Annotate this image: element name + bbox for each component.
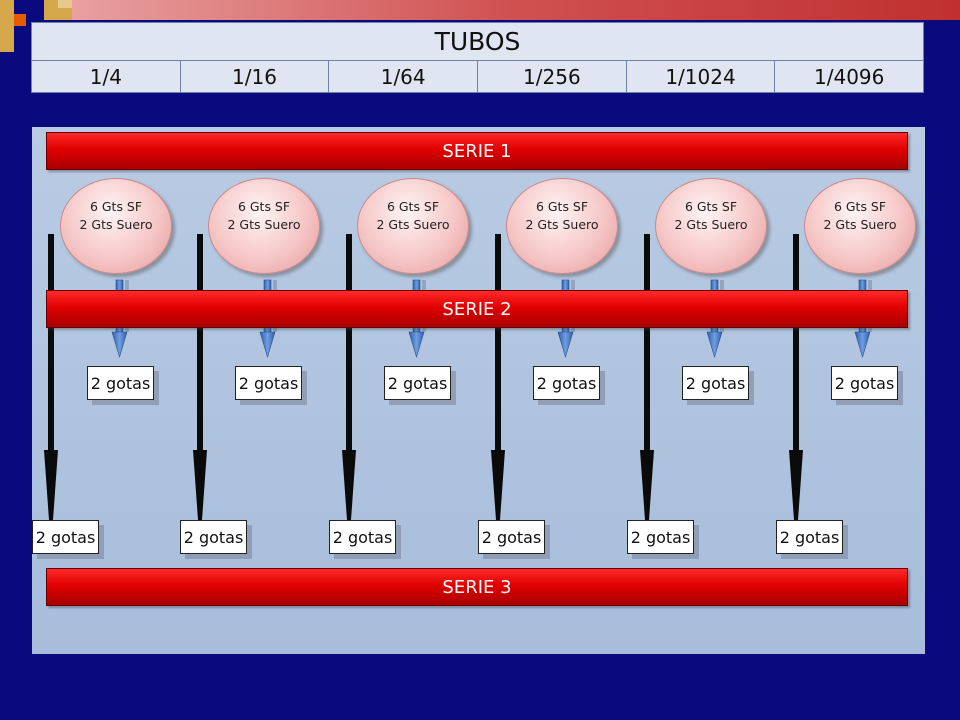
table-cell: 1/1024 <box>627 61 776 92</box>
gotas-box: 2 gotas <box>776 520 843 554</box>
circle-line-2: 2 Gts Suero <box>823 217 897 232</box>
circle-line-1: 6 Gts SF <box>833 199 887 214</box>
corner-square-tan-left <box>0 0 14 52</box>
table-row: 1/4 1/16 1/64 1/256 1/1024 1/4096 <box>32 61 923 92</box>
dilution-circle: 6 Gts SF 2 Gts Suero <box>357 178 469 274</box>
table-cell: 1/16 <box>181 61 330 92</box>
black-arrow-head <box>44 450 58 520</box>
gotas-box: 2 gotas <box>32 520 99 554</box>
black-arrow-shaft <box>644 234 650 454</box>
black-arrow-head <box>640 450 654 520</box>
dilution-circle: 6 Gts SF 2 Gts Suero <box>208 178 320 274</box>
blue-arrow-head <box>408 331 425 359</box>
circle-line-1: 6 Gts SF <box>535 199 589 214</box>
black-arrow-shaft <box>346 234 352 454</box>
circle-line-2: 2 Gts Suero <box>227 217 301 232</box>
black-arrow-head <box>193 450 207 520</box>
black-arrow-shaft <box>197 234 203 454</box>
table-cell: 1/256 <box>478 61 627 92</box>
black-arrow-head <box>342 450 356 520</box>
dilution-circle: 6 Gts SF 2 Gts Suero <box>506 178 618 274</box>
blue-arrow-head <box>557 331 574 359</box>
serie-2-bar: SERIE 2 <box>46 290 908 328</box>
gotas-box: 2 gotas <box>384 366 451 400</box>
circle-line-2: 2 Gts Suero <box>525 217 599 232</box>
circle-line-2: 2 Gts Suero <box>376 217 450 232</box>
gotas-box: 2 gotas <box>831 366 898 400</box>
dilution-circle: 6 Gts SF 2 Gts Suero <box>655 178 767 274</box>
gotas-box: 2 gotas <box>627 520 694 554</box>
black-arrow-shaft <box>495 234 501 454</box>
serie-1-bar: SERIE 1 <box>46 132 908 170</box>
blue-arrow-head <box>111 331 128 359</box>
gotas-box: 2 gotas <box>329 520 396 554</box>
circle-line-1: 6 Gts SF <box>89 199 143 214</box>
circle-line-2: 2 Gts Suero <box>674 217 748 232</box>
gotas-box: 2 gotas <box>235 366 302 400</box>
corner-square-orange <box>14 14 26 26</box>
black-arrow-head <box>491 450 505 520</box>
serie-3-bar: SERIE 3 <box>46 568 908 606</box>
gotas-box: 2 gotas <box>478 520 545 554</box>
blue-arrow-head <box>854 331 871 359</box>
gotas-box: 2 gotas <box>180 520 247 554</box>
table-cell: 1/64 <box>329 61 479 92</box>
circle-line-2: 2 Gts Suero <box>79 217 153 232</box>
gotas-box: 2 gotas <box>682 366 749 400</box>
blue-arrow-head <box>259 331 276 359</box>
blue-arrow-head <box>706 331 723 359</box>
circle-line-1: 6 Gts SF <box>684 199 738 214</box>
header-gradient-bar <box>72 0 960 20</box>
black-arrow-head <box>789 450 803 520</box>
black-arrow-shaft <box>48 234 54 454</box>
table-title: TUBOS <box>32 23 923 61</box>
corner-square-tan-small <box>58 0 72 8</box>
dilution-circle: 6 Gts SF 2 Gts Suero <box>804 178 916 274</box>
gotas-box: 2 gotas <box>87 366 154 400</box>
dilution-circle: 6 Gts SF 2 Gts Suero <box>60 178 172 274</box>
table-cell: 1/4 <box>32 61 181 92</box>
tubos-table: TUBOS 1/4 1/16 1/64 1/256 1/1024 1/4096 <box>31 22 924 93</box>
circle-line-1: 6 Gts SF <box>386 199 440 214</box>
circle-line-1: 6 Gts SF <box>237 199 291 214</box>
black-arrow-shaft <box>793 234 799 454</box>
table-cell: 1/4096 <box>814 64 885 89</box>
diagram-panel <box>32 127 925 654</box>
gotas-box: 2 gotas <box>533 366 600 400</box>
